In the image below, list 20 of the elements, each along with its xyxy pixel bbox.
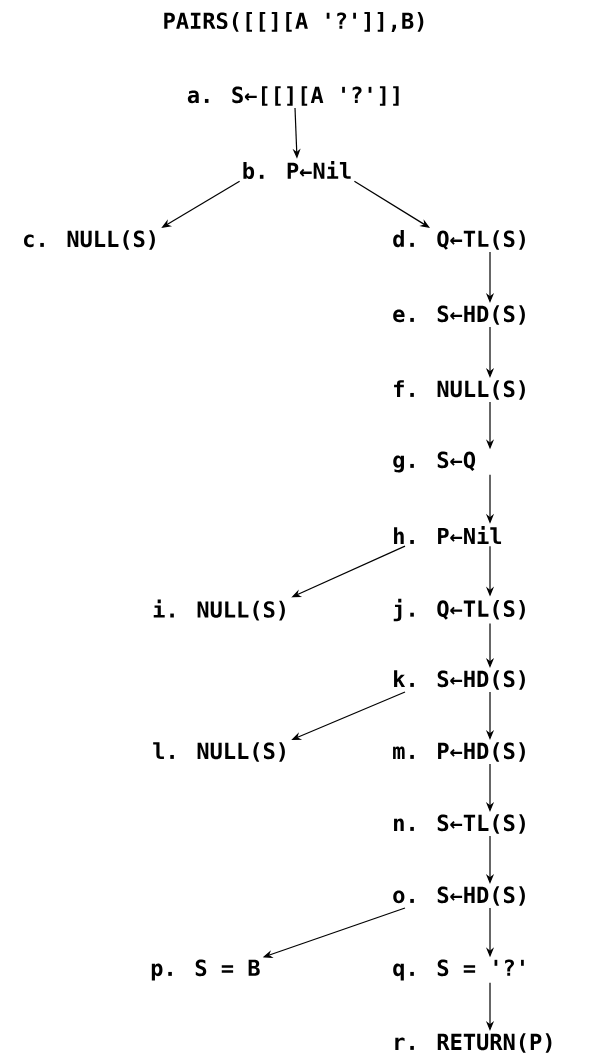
step-text: n. S←TL(S)	[394, 814, 525, 834]
step-text: d. Q←TL(S)	[393, 230, 525, 250]
step-text: g. S←Q	[393, 451, 476, 473]
step-text: k. S←HD(S)	[394, 670, 525, 690]
step-text: m. P←HD(S)	[393, 742, 525, 762]
step-text: r. RETURN(P)	[395, 1033, 552, 1053]
step-text: c. NULL(S)	[24, 230, 155, 250]
step-text: e. S←HD(S)	[393, 305, 525, 325]
step-text: a. S←[[][A '?']]	[187, 86, 399, 106]
arrow	[353, 180, 430, 228]
step-text: f. NULL(S)	[394, 380, 525, 400]
step-text: q. S = '?'	[393, 959, 524, 981]
step-text: l. NULL(S)	[153, 742, 285, 762]
step-text: o. S←HD(S)	[393, 886, 525, 906]
step-text: j. Q←TL(S)	[393, 598, 525, 622]
title: PAIRS([[][A '?']],B)	[164, 12, 424, 32]
step-text: h. P←Nil	[394, 526, 502, 544]
step-text: b. P←Nil	[243, 160, 351, 180]
step-text: p. S = B	[151, 959, 260, 981]
step-text: i. NULL(S)	[153, 599, 285, 621]
